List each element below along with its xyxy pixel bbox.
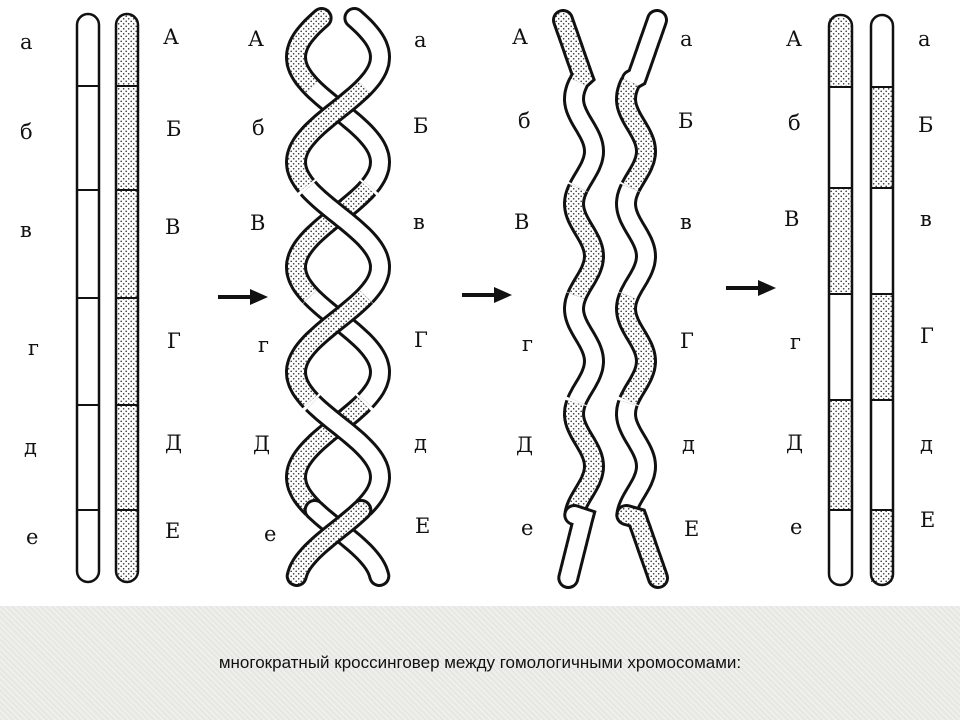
stage3-right-label: Г (680, 329, 694, 353)
chromatid-left-band (565, 293, 603, 405)
band-dotted (871, 510, 893, 582)
chromatid-b-band (287, 290, 371, 407)
stage1-left-label: г (28, 336, 39, 360)
chromatid-a-band (287, 182, 374, 302)
band-dotted (829, 188, 852, 294)
chromatid-left-band (555, 12, 593, 88)
stage4-right-label: Г (920, 324, 934, 348)
stage4-left-label: е (790, 515, 802, 539)
stage2-right-label: Б (413, 114, 428, 138)
stage1-right-label: В (165, 215, 180, 239)
band-dotted (829, 400, 852, 510)
chromatid-left-band (565, 400, 603, 516)
chromatid-left-band (560, 507, 593, 586)
stage2-right-label: д (414, 431, 427, 455)
chromosome-recombinant-right (869, 13, 895, 587)
stage1-right-label: Д (165, 431, 182, 455)
stage1-right-label: А (163, 25, 179, 49)
stage3-left-label: А (512, 25, 528, 49)
stage3-right-label: Б (678, 109, 693, 133)
stage1-left-label: е (26, 525, 38, 549)
stage1-right-label: Е (165, 519, 180, 543)
chromatid-b-band (288, 502, 370, 584)
stage2-left-label: А (248, 27, 264, 51)
chromatid-right-band (617, 293, 655, 405)
chromatid-b-band (307, 397, 389, 514)
stage2-left-label: г (258, 333, 269, 357)
stage2-left-label: В (250, 211, 265, 235)
stage3-left-label: В (514, 210, 529, 234)
stage1-left-label: в (20, 218, 32, 242)
stage4-right-label: в (920, 207, 932, 231)
chromatid-a-band (287, 10, 330, 95)
chromosome-recombinant-left (827, 13, 854, 587)
stage3-right-label: а (680, 27, 693, 51)
stage2-left-label: Д (253, 432, 270, 456)
stage4-left-label: В (784, 207, 799, 231)
stage-1-chromosomes: а б в г д е А Б В Г Д Е (20, 12, 182, 584)
chromatid-b-band (287, 81, 370, 191)
stage3-left-label: Д (516, 433, 533, 457)
stage4-right-label: а (918, 27, 931, 51)
chromatid-right-band (617, 184, 655, 300)
stage2-right-label: в (413, 210, 425, 234)
stage4-right-label: Б (918, 113, 933, 137)
stage1-right-label: Б (166, 117, 181, 141)
chromatid-left-band (565, 78, 603, 191)
arrow-right-icon (218, 289, 268, 305)
chromatid-right-band (617, 78, 655, 191)
stage4-right-label: д (920, 432, 933, 456)
stage1-right-label: Г (167, 329, 181, 353)
chromatid-left-band (565, 184, 603, 300)
stage-3-separating-chromatids (552, 9, 669, 589)
stage2-left-label: е (264, 522, 276, 546)
arrow-right-icon (462, 287, 512, 303)
stage4-left-label: А (786, 27, 802, 51)
crossing-over-diagram: а б в г д е А Б В Г Д Е А б В г Д е а Б … (20, 7, 935, 589)
stage2-right-label: Е (415, 514, 430, 538)
stage2-left-label: б (252, 116, 265, 140)
stage-4-recombinant-chromosomes: А б В г Д е а Б в Г д Е (784, 13, 935, 587)
stage3-left-label: б (518, 109, 531, 133)
chromatid-right-band (623, 12, 665, 88)
caption: многократный кроссинговер между гомологи… (218, 653, 742, 672)
stage1-left-label: б (20, 120, 33, 144)
stage4-left-label: г (790, 330, 801, 354)
stage1-left-label: а (20, 30, 33, 54)
stage-2-labels: А б В г Д е а Б в Г д Е (248, 27, 430, 546)
chromatid-right-band (617, 400, 655, 516)
chromatid-right-band (618, 507, 666, 586)
stage3-right-label: д (682, 432, 695, 456)
chromatid-a-band (306, 502, 388, 584)
stage3-left-label: е (521, 516, 533, 540)
stage3-right-label: Е (684, 517, 699, 541)
stage2-right-label: Г (414, 328, 428, 352)
band-dotted (871, 87, 893, 188)
stage4-right-label: Е (920, 508, 935, 532)
chromatid-b-band (346, 10, 389, 95)
stage3-left-label: г (522, 332, 533, 356)
band-dotted (829, 17, 852, 87)
stage-3-labels: А б В г Д е а Б в Г д Е (512, 25, 699, 541)
band-dotted (871, 294, 893, 400)
stage2-right-label: а (414, 28, 427, 52)
stage-2-twisted-chromatids (284, 7, 392, 587)
stage3-right-label: в (680, 210, 692, 234)
stage4-left-label: Д (786, 431, 803, 455)
arrow-right-icon (726, 280, 776, 296)
stage1-left-label: д (24, 435, 37, 459)
caption-bar: многократный кроссинговер между гомологи… (0, 606, 960, 720)
stage4-left-label: б (788, 111, 801, 135)
chromatid-b-band (302, 182, 389, 302)
